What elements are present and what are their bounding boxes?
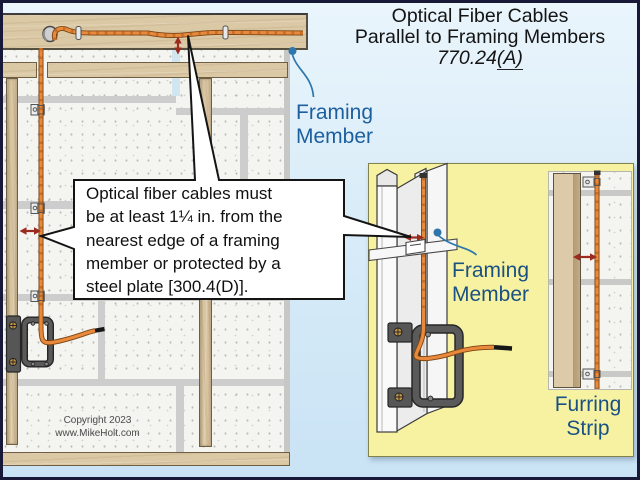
pointer-dot-framing-top bbox=[288, 47, 315, 98]
copyright-line2: www.MikeHolt.com bbox=[55, 427, 140, 439]
diagram-title: Optical Fiber Cables Parallel to Framing… bbox=[325, 5, 635, 70]
title-code-reference: 770.24(A) bbox=[437, 47, 523, 70]
furring-wall-joint bbox=[549, 279, 631, 285]
callout-rule-text: Optical fiber cables must be at least 1¼… bbox=[86, 184, 283, 297]
mortar-joint bbox=[176, 386, 184, 452]
mortar-joint bbox=[98, 301, 105, 379]
furring-wall-joint bbox=[549, 190, 631, 196]
label-framing-member-panel: Framing Member bbox=[452, 259, 530, 306]
label-framing-member-top: Framing Member bbox=[296, 101, 374, 148]
bottom-plate bbox=[0, 452, 290, 466]
mortar-joint bbox=[0, 379, 290, 386]
copyright-notice: Copyright 2023 www.MikeHolt.com bbox=[35, 415, 160, 440]
furring-strip-wood bbox=[553, 173, 581, 388]
left-stud bbox=[6, 78, 18, 445]
mortar-joint bbox=[0, 96, 176, 103]
mortar-joint bbox=[176, 108, 290, 115]
blocking-strip bbox=[0, 62, 37, 78]
title-line2: Parallel to Framing Members bbox=[354, 26, 606, 48]
title-line1: Optical Fiber Cables bbox=[391, 5, 569, 27]
label-furring-strip: Furring Strip bbox=[554, 393, 622, 440]
top-plate-framing-member bbox=[0, 13, 308, 50]
blocking-strip bbox=[47, 62, 288, 78]
copyright-line1: Copyright 2023 bbox=[63, 415, 132, 426]
